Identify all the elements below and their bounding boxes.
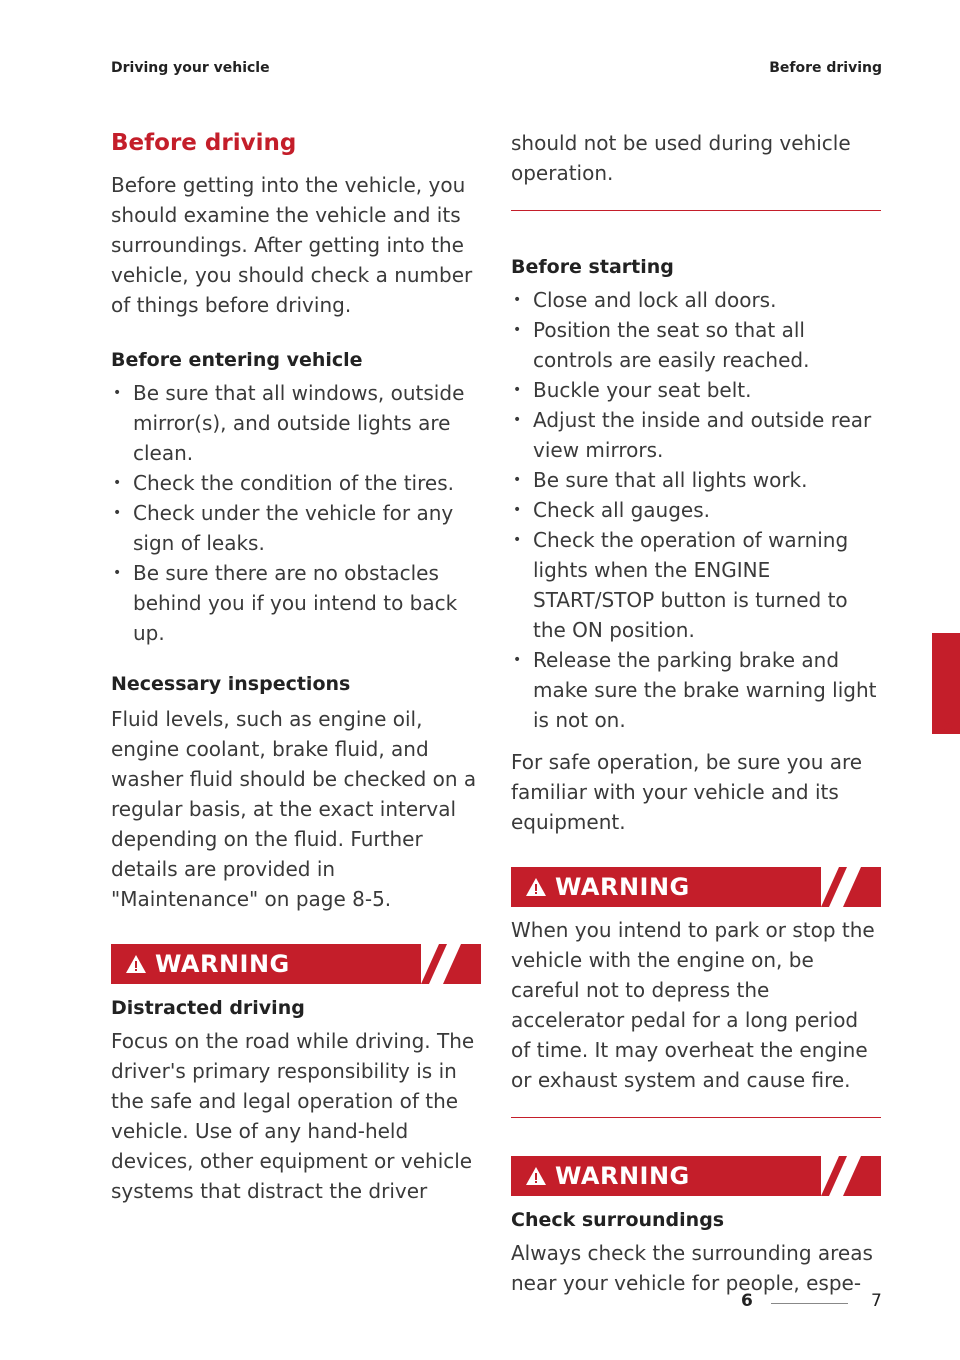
- chapter-side-number: 6: [940, 713, 954, 735]
- warning-stripes-decoration: [421, 944, 481, 984]
- list-item: Buckle your seat belt.: [511, 375, 881, 405]
- left-column: Before driving Before getting into the v…: [111, 128, 481, 1206]
- inspections-paragraph: Fluid levels, such as engine oil, engine…: [111, 707, 477, 911]
- list-item: Release the parking brake and make sure …: [511, 645, 881, 735]
- intro-paragraph: Before getting into the vehicle, you sho…: [111, 173, 473, 317]
- running-header-chapter: Driving your vehicle: [111, 60, 270, 76]
- necessary-inspections-heading: Necessary inspections: [111, 673, 351, 695]
- before-starting-list: Close and lock all doors. Position the s…: [511, 285, 881, 735]
- list-item: Close and lock all doors.: [511, 285, 881, 315]
- list-item: Check all gauges.: [511, 495, 881, 525]
- warning-end-rule: [511, 1117, 881, 1118]
- list-item: Position the seat so that all controls a…: [511, 315, 881, 375]
- footer-divider: [771, 1303, 848, 1304]
- warning-stripes-decoration: [821, 1156, 881, 1196]
- before-entering-list: Be sure that all windows, outside mirror…: [111, 378, 481, 648]
- warning-banner: WARNING: [511, 1156, 881, 1196]
- engine-overheat-warning-text: When you intend to park or stop the vehi…: [511, 918, 875, 1092]
- footer-chapter-number: 6: [741, 1291, 753, 1311]
- list-item: Be sure there are no obstacles behind yo…: [111, 558, 481, 648]
- list-item: Be sure that all windows, outside mirror…: [111, 378, 481, 468]
- continued-paragraph: should not be used during vehicle operat…: [511, 131, 851, 185]
- check-surroundings-text: Always check the surrounding areas near …: [511, 1241, 873, 1295]
- safe-operation-paragraph: For safe operation, be sure you are fami…: [511, 750, 863, 834]
- running-header-section: Before driving: [769, 60, 882, 76]
- footer-page-number: 7: [871, 1291, 882, 1311]
- section-title: Before driving: [111, 130, 297, 156]
- warning-label: WARNING: [155, 950, 290, 978]
- warning-label: WARNING: [555, 873, 690, 901]
- warning-banner: WARNING: [111, 944, 481, 984]
- warning-label: WARNING: [555, 1162, 690, 1190]
- before-entering-heading: Before entering vehicle: [111, 349, 363, 371]
- warning-triangle-icon: [526, 1167, 546, 1185]
- warning-stripes-decoration: [821, 867, 881, 907]
- list-item: Adjust the inside and outside rear view …: [511, 405, 881, 465]
- right-column: should not be used during vehicle operat…: [511, 128, 881, 1298]
- before-starting-heading: Before starting: [511, 256, 674, 278]
- chapter-side-tab: [932, 633, 960, 734]
- warning-triangle-icon: [526, 878, 546, 896]
- warning-triangle-icon: [126, 955, 146, 973]
- warning-banner: WARNING: [511, 867, 881, 907]
- distracted-driving-heading: Distracted driving: [111, 997, 305, 1019]
- list-item: Check the condition of the tires.: [111, 468, 481, 498]
- list-item: Be sure that all lights work.: [511, 465, 881, 495]
- distracted-driving-text: Focus on the road while driving. The dri…: [111, 1029, 475, 1203]
- check-surroundings-heading: Check surroundings: [511, 1209, 725, 1231]
- list-item: Check under the vehicle for any sign of …: [111, 498, 481, 558]
- warning-end-rule: [511, 210, 881, 211]
- list-item: Check the operation of warning lights wh…: [511, 525, 881, 645]
